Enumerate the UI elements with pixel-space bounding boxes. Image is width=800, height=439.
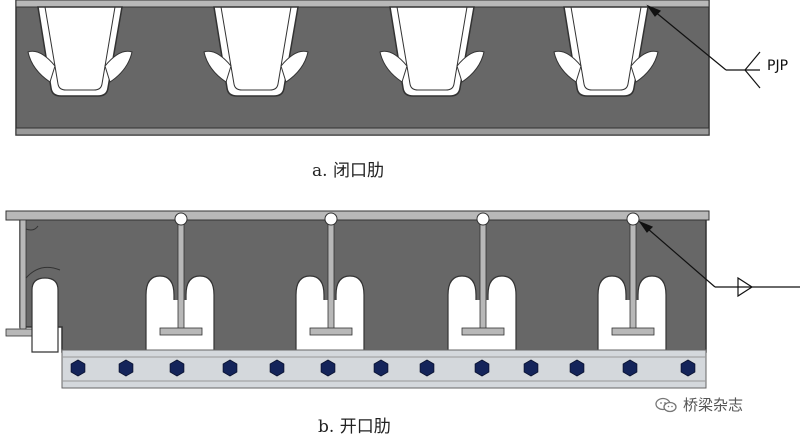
closed-rib-2 xyxy=(203,6,309,97)
open-rib-1 xyxy=(25,266,61,353)
bolted-splice-plate xyxy=(61,349,707,389)
hex-bolt xyxy=(373,359,389,377)
open-rib-4 xyxy=(447,212,517,353)
hex-bolt xyxy=(118,359,134,377)
bolt-row xyxy=(70,359,696,377)
open-rib-5 xyxy=(597,212,667,353)
watermark-text: 桥梁杂志 xyxy=(683,396,744,414)
hex-bolt xyxy=(169,359,185,377)
fillet-weld-callout xyxy=(638,220,800,298)
hex-bolt xyxy=(320,359,336,377)
closed-rib-1 xyxy=(27,6,133,97)
closed-rib-panel xyxy=(15,0,761,136)
wechat-logo-icon xyxy=(655,397,677,412)
open-rib-panel xyxy=(5,210,800,389)
pjp-weld-callout xyxy=(646,4,761,89)
hex-bolt xyxy=(569,359,585,377)
hex-bolt xyxy=(523,359,539,377)
open-rib-3 xyxy=(295,212,365,353)
hex-bolt xyxy=(70,359,86,377)
hex-bolt xyxy=(474,359,490,377)
hex-bolt xyxy=(680,359,696,377)
hex-bolt xyxy=(269,359,285,377)
caption-open-rib: b. 开口肋 xyxy=(318,417,391,437)
watermark: 桥梁杂志 xyxy=(655,394,743,415)
hex-bolt xyxy=(222,359,238,377)
hex-bolt xyxy=(622,359,638,377)
open-rib-2 xyxy=(145,212,215,353)
closed-rib-4 xyxy=(553,6,659,97)
caption-closed-rib: a. 闭口肋 xyxy=(312,161,384,181)
pjp-label: PJP xyxy=(767,58,789,74)
hex-bolt xyxy=(419,359,435,377)
closed-rib-3 xyxy=(379,6,485,97)
